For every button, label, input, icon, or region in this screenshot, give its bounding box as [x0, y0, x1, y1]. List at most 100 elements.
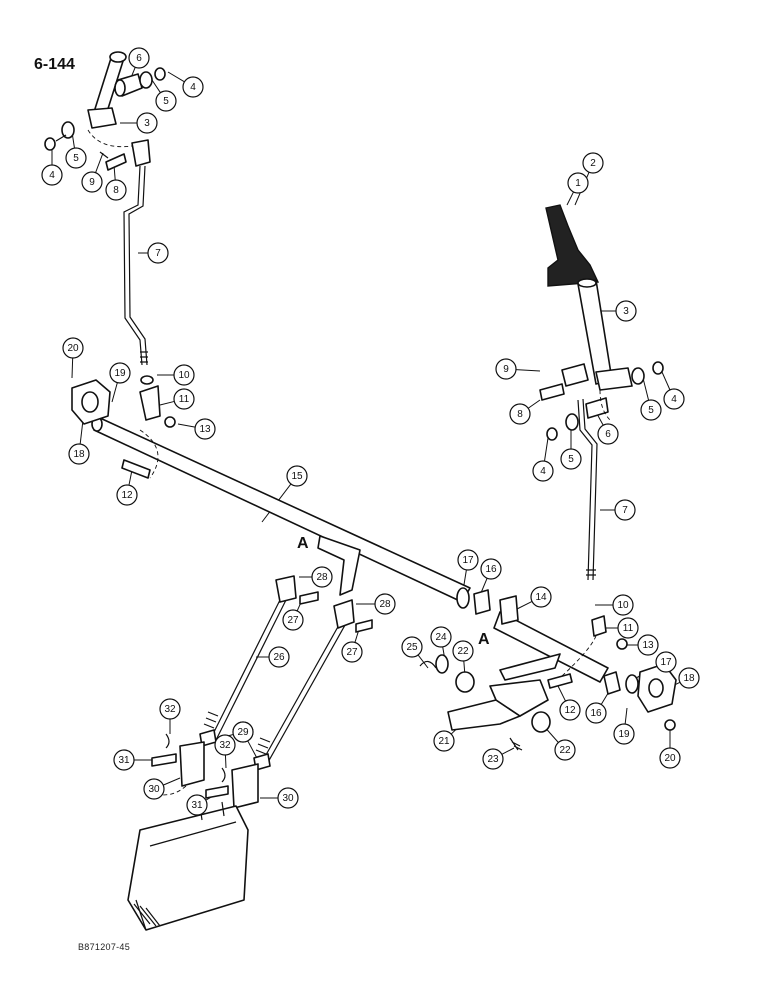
nut-left [164, 416, 176, 428]
callout-label: 18 [73, 449, 85, 460]
control-rod-right-b [582, 398, 598, 581]
cotter-pin-left [99, 151, 109, 159]
callout-circle [612, 594, 634, 616]
callout-label: 23 [487, 754, 499, 765]
callout-label: 13 [642, 640, 654, 651]
callout-circle [374, 593, 396, 615]
clevis-rod-a [275, 575, 297, 603]
lever-path-left [139, 429, 159, 479]
callout-circle [116, 484, 138, 506]
leader-line-5 [151, 79, 161, 93]
linkage-rod-a-2 [214, 593, 290, 743]
callout-23: 23 [482, 748, 504, 770]
control-rod-right-a [577, 399, 593, 581]
callout-16: 16 [480, 558, 502, 580]
bolt-left [121, 459, 151, 479]
callout-circle [311, 566, 333, 588]
callout-5: 5 [560, 448, 582, 470]
callout-label: 5 [648, 405, 654, 416]
callout-32: 32 [214, 734, 236, 756]
callout-circle [109, 362, 131, 384]
valve-body [127, 801, 249, 931]
callout-label: 1 [575, 178, 581, 189]
callout-circle [482, 748, 504, 770]
pivot-pin-right [585, 397, 609, 419]
callout-1: 1 [567, 172, 589, 194]
callout-label: 3 [623, 306, 629, 317]
leader-line-4 [167, 71, 185, 83]
bearing-bore-right [648, 678, 664, 698]
callout-label: 28 [379, 599, 391, 610]
pivot-block-right [595, 367, 633, 391]
callout-circle [282, 609, 304, 631]
callout-11: 11 [173, 388, 195, 410]
callout-16: 16 [585, 702, 607, 724]
callout-label: 32 [219, 740, 231, 751]
callout-30: 30 [143, 778, 165, 800]
lock-nut-left [140, 375, 154, 385]
shaft-bracket [317, 535, 361, 596]
callout-label: 12 [564, 705, 576, 716]
callout-label: 13 [199, 424, 211, 435]
callout-circle [159, 698, 181, 720]
leader-line-19 [624, 707, 628, 725]
callout-label: 16 [485, 564, 497, 575]
callout-label: 10 [178, 370, 190, 381]
callout-circle [509, 403, 531, 425]
nut-rod-right [616, 638, 628, 650]
callout-circle [560, 448, 582, 470]
callout-label: 2 [590, 158, 596, 169]
callout-label: 28 [316, 572, 328, 583]
drawing-code: B871207-45 [78, 942, 131, 952]
pin-end-left [114, 79, 126, 97]
callout-18: 18 [68, 443, 90, 465]
callout-circle [277, 787, 299, 809]
callout-21: 21 [433, 730, 455, 752]
reference-letter-upper: A [297, 535, 309, 552]
callout-11: 11 [617, 617, 639, 639]
leader-line-1 [566, 191, 574, 206]
callout-label: 5 [73, 153, 79, 164]
valve-fitting [133, 903, 161, 927]
callout-label: 11 [623, 623, 634, 634]
callout-7: 7 [614, 499, 636, 521]
callout-circle [615, 300, 637, 322]
rod-thread-b [255, 737, 271, 755]
linkage-rod-b-2 [266, 617, 350, 765]
callout-32: 32 [159, 698, 181, 720]
linkage-rod-b-1 [261, 615, 345, 763]
rod-thread-right [586, 569, 596, 576]
callout-4: 4 [182, 76, 204, 98]
pivot-tube [493, 611, 609, 683]
leader-line-4 [544, 437, 549, 462]
callout-circle [341, 641, 363, 663]
pedal-arm-top [109, 51, 127, 63]
control-rod-left-b [128, 165, 148, 366]
callout-circle [614, 499, 636, 521]
callout-27: 27 [341, 641, 363, 663]
callout-label: 27 [287, 615, 299, 626]
callout-circle [559, 699, 581, 721]
nut-right-end [664, 719, 676, 731]
callout-circle [495, 358, 517, 380]
lower-right-pivot-assembly [419, 595, 677, 751]
rod-thread-a [203, 711, 219, 729]
clevis-pin-right [539, 383, 565, 401]
rod-thread-left [140, 351, 148, 363]
callout-17: 17 [457, 549, 479, 571]
callout-label: 16 [590, 708, 602, 719]
linkage-rods [149, 575, 373, 809]
callout-label: 8 [113, 185, 119, 196]
leader-line-5 [642, 377, 650, 401]
bolt-head-right-a [652, 361, 664, 375]
callout-circle [530, 586, 552, 608]
assembly-path-right [599, 389, 611, 421]
callout-3: 3 [136, 112, 158, 134]
callouts: 1233444455556677889910101111121213131415… [41, 47, 700, 816]
callout-2: 2 [582, 152, 604, 174]
valve-housing [127, 805, 249, 931]
control-rod-left-a [123, 165, 143, 366]
washer-right-end [625, 674, 639, 694]
pivot-tube-tab [499, 595, 519, 625]
